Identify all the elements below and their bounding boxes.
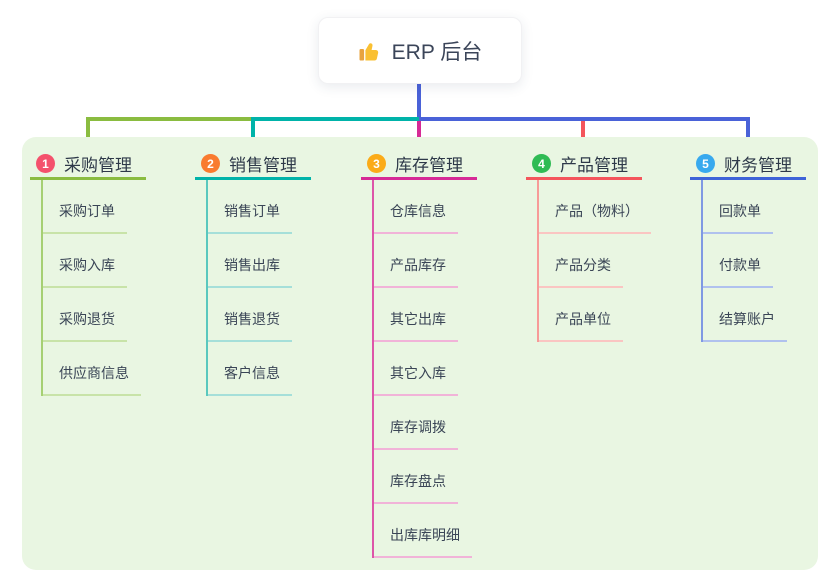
tree-node: 付款单 <box>703 234 787 288</box>
tree-node: 产品分类 <box>539 234 651 288</box>
tree-node: 仓库信息 <box>374 180 472 234</box>
node-label[interactable]: 销售订单 <box>208 201 292 234</box>
node-label[interactable]: 回款单 <box>703 201 773 234</box>
node-label[interactable]: 库存调拨 <box>374 417 458 450</box>
branch-number-badge: 3 <box>367 154 386 173</box>
branch-children: 回款单 付款单 结算账户 <box>701 180 787 342</box>
bus-line-blue <box>419 117 750 121</box>
node-label[interactable]: 出库库明细 <box>374 525 472 558</box>
thumbs-up-icon <box>359 42 378 60</box>
node-label[interactable]: 其它出库 <box>374 309 458 342</box>
branch-purchase: 1 采购管理 采购订单 采购入库 采购退货 供应商信息 <box>30 150 146 396</box>
tree-node: 供应商信息 <box>43 342 141 396</box>
drop-line-branch-5 <box>746 117 750 146</box>
tree-node: 销售出库 <box>208 234 292 288</box>
node-label[interactable]: 客户信息 <box>208 363 292 396</box>
tree-node: 产品库存 <box>374 234 472 288</box>
drop-line-branch-4 <box>581 121 585 146</box>
node-label[interactable]: 产品库存 <box>374 255 458 288</box>
branch-children: 销售订单 销售出库 销售退货 客户信息 <box>206 180 292 396</box>
branch-finance: 5 财务管理 回款单 付款单 结算账户 <box>690 150 806 342</box>
tree-node: 采购入库 <box>43 234 141 288</box>
tree-node: 回款单 <box>703 180 787 234</box>
tree-node: 出库库明细 <box>374 504 472 558</box>
node-label[interactable]: 采购退货 <box>43 309 127 342</box>
branch-label: 财务管理 <box>724 156 792 175</box>
node-label[interactable]: 结算账户 <box>703 309 787 342</box>
branch-label: 库存管理 <box>395 156 463 175</box>
tree-node: 其它出库 <box>374 288 472 342</box>
root-stem-line <box>417 84 421 119</box>
branch-heading-finance[interactable]: 5 财务管理 <box>690 150 806 177</box>
branch-heading-sales[interactable]: 2 销售管理 <box>195 150 311 177</box>
node-label[interactable]: 其它入库 <box>374 363 458 396</box>
tree-node: 库存调拨 <box>374 396 472 450</box>
node-label[interactable]: 采购订单 <box>43 201 127 234</box>
bus-line-teal <box>253 117 419 121</box>
branch-sales: 2 销售管理 销售订单 销售出库 销售退货 客户信息 <box>195 150 311 396</box>
tree-node: 库存盘点 <box>374 450 472 504</box>
branch-product: 4 产品管理 产品（物料） 产品分类 产品单位 <box>526 150 651 342</box>
tree-node: 采购订单 <box>43 180 141 234</box>
tree-node: 采购退货 <box>43 288 141 342</box>
branch-children: 产品（物料） 产品分类 产品单位 <box>537 180 651 342</box>
tree-node: 产品（物料） <box>539 180 651 234</box>
branch-underline <box>690 177 806 180</box>
node-label[interactable]: 仓库信息 <box>374 201 458 234</box>
tree-node: 客户信息 <box>208 342 292 396</box>
branch-underline <box>195 177 311 180</box>
branches-panel <box>22 137 818 570</box>
root-node[interactable]: ERP 后台 <box>318 17 522 84</box>
bus-line-green <box>86 117 253 121</box>
node-label[interactable]: 产品分类 <box>539 255 623 288</box>
branch-underline <box>526 177 642 180</box>
branch-number-badge: 1 <box>36 154 55 173</box>
branch-label: 采购管理 <box>64 156 132 175</box>
node-label[interactable]: 销售出库 <box>208 255 292 288</box>
tree-node: 销售订单 <box>208 180 292 234</box>
drop-line-branch-3 <box>417 121 421 146</box>
branch-underline <box>30 177 146 180</box>
branch-number-badge: 4 <box>532 154 551 173</box>
root-label: ERP 后台 <box>391 40 483 64</box>
drop-line-branch-2 <box>251 117 255 146</box>
node-label[interactable]: 供应商信息 <box>43 363 141 396</box>
node-label[interactable]: 销售退货 <box>208 309 292 342</box>
tree-node: 产品单位 <box>539 288 651 342</box>
tree-node: 销售退货 <box>208 288 292 342</box>
tree-node: 其它入库 <box>374 342 472 396</box>
branch-heading-purchase[interactable]: 1 采购管理 <box>30 150 146 177</box>
branch-label: 产品管理 <box>560 156 628 175</box>
branch-label: 销售管理 <box>229 156 297 175</box>
node-label[interactable]: 采购入库 <box>43 255 127 288</box>
branch-heading-product[interactable]: 4 产品管理 <box>526 150 651 177</box>
branch-number-badge: 2 <box>201 154 220 173</box>
branch-children: 仓库信息 产品库存 其它出库 其它入库 库存调拨 库存盘点 出库库明细 <box>372 180 472 558</box>
branch-inventory: 3 库存管理 仓库信息 产品库存 其它出库 其它入库 库存调拨 库存盘点 出库库… <box>361 150 477 558</box>
branch-number-badge: 5 <box>696 154 715 173</box>
node-label[interactable]: 产品（物料） <box>539 201 651 234</box>
node-label[interactable]: 库存盘点 <box>374 471 458 504</box>
drop-line-branch-1 <box>86 117 90 146</box>
node-label[interactable]: 产品单位 <box>539 309 623 342</box>
node-label[interactable]: 付款单 <box>703 255 773 288</box>
branch-underline <box>361 177 477 180</box>
branch-heading-inventory[interactable]: 3 库存管理 <box>361 150 477 177</box>
branch-children: 采购订单 采购入库 采购退货 供应商信息 <box>41 180 141 396</box>
tree-node: 结算账户 <box>703 288 787 342</box>
